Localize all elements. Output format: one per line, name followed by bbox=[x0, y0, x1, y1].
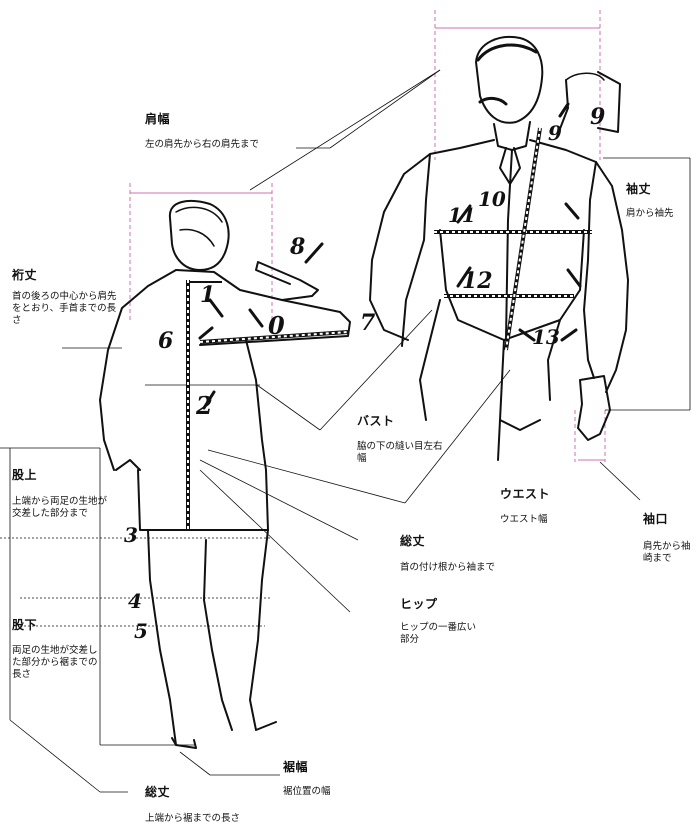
front-measure-tapes bbox=[434, 127, 592, 351]
label-soutake-top-desc: 首の付け根から袖まで bbox=[400, 562, 496, 573]
label-waist-desc: ウエスト幅 bbox=[500, 514, 548, 525]
label-katahaba-desc: 左の肩先から右の肩先まで bbox=[145, 139, 260, 150]
marker-1: 1 bbox=[200, 282, 215, 308]
marker-11: 11 bbox=[448, 203, 476, 227]
leader-lines bbox=[0, 69, 691, 793]
marker-5: 5 bbox=[134, 619, 148, 643]
marker-0: 0 bbox=[268, 311, 285, 340]
label-soutake-bottom-desc: 上端から裾までの長さ bbox=[145, 813, 241, 824]
front-view-figure bbox=[369, 36, 629, 461]
label-soutake-top-title: 総丈 bbox=[400, 534, 426, 548]
label-yukitake-title: 裄丈 bbox=[12, 268, 38, 282]
marker-9b: 9 bbox=[548, 121, 562, 145]
marker-10: 10 bbox=[478, 187, 506, 211]
label-soutake-bottom-title: 総丈 bbox=[145, 785, 171, 799]
marker-4: 4 bbox=[128, 589, 142, 613]
label-bust-title: バスト bbox=[357, 414, 395, 428]
label-matagami-desc: 上端から両足の生地が交差した部分まで bbox=[12, 496, 108, 519]
label-yukitake-desc: 首の後ろの中心から肩先をとおり、手首までの長さ bbox=[12, 291, 117, 326]
back-measure-tape bbox=[186, 280, 349, 530]
label-susohaba-title: 裾幅 bbox=[283, 760, 309, 774]
label-sodeguchi-title: 袖口 bbox=[643, 512, 669, 526]
label-matagami-title: 股上 bbox=[12, 468, 38, 482]
back-view-figure bbox=[99, 200, 351, 749]
label-sodetake-title: 袖丈 bbox=[626, 182, 652, 196]
marker-6: 6 bbox=[158, 328, 173, 354]
marker-8: 8 bbox=[289, 234, 305, 260]
label-katahaba-title: 肩幅 bbox=[145, 112, 171, 126]
marker-7: 7 bbox=[360, 310, 376, 336]
label-hip-desc: ヒップの一番広い部分 bbox=[400, 622, 477, 645]
marker-12: 12 bbox=[462, 268, 493, 294]
marker-3: 3 bbox=[124, 523, 138, 547]
marker-13: 13 bbox=[532, 325, 560, 349]
label-waist-title: ウエスト bbox=[500, 487, 551, 501]
label-sodetake-desc: 肩から袖先 bbox=[626, 208, 674, 219]
marker-9a: 9 bbox=[590, 104, 605, 130]
label-sodeguchi-desc: 肩先から袖崎まで bbox=[643, 541, 691, 564]
label-hip-title: ヒップ bbox=[400, 597, 438, 611]
label-matashita-desc: 両足の生地が交差した部分から裾までの長さ bbox=[12, 645, 98, 680]
marker-2: 2 bbox=[195, 391, 213, 420]
label-bust-desc: 脇の下の縫い目左右幅 bbox=[357, 441, 443, 464]
label-susohaba-desc: 裾位置の幅 bbox=[283, 786, 331, 797]
label-matashita-title: 股下 bbox=[12, 618, 38, 632]
